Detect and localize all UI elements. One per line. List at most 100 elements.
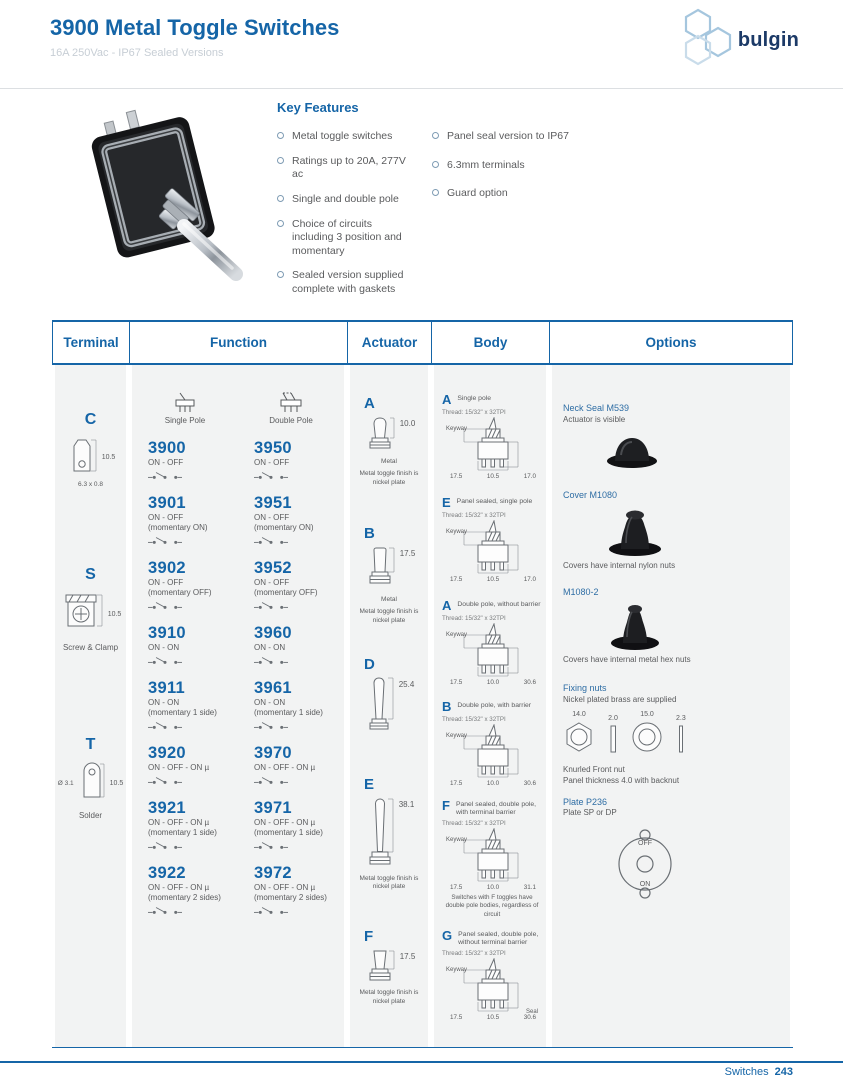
body-letter: A xyxy=(442,598,452,613)
circuit-symbol-icon xyxy=(254,601,288,612)
body-description: Single pole xyxy=(457,395,492,402)
option-fixing-nuts-desc: Nickel plated brass are supplied xyxy=(563,695,677,704)
terminal-letter: S xyxy=(85,566,96,583)
body-description: Double pole, without barrier xyxy=(457,601,541,608)
thread-spec: Thread: 15/32" x 32TPI xyxy=(442,820,506,828)
double-pole-header: Double Pole xyxy=(238,391,344,425)
circuit-symbol-icon xyxy=(254,776,288,787)
part-description: ON - OFF xyxy=(148,513,184,522)
part-number: 3950 xyxy=(254,439,292,457)
actuator-item-a: A 10.0 Metal Metal toggle finish is nick… xyxy=(350,395,428,487)
part-description: ON - OFF - ON µ xyxy=(148,763,210,772)
part-number: 3951 xyxy=(254,494,292,512)
terminal-item-c: C 10.5 6.3 x 0.8 xyxy=(55,411,126,488)
hex-nut-side: 2.0 xyxy=(608,715,618,754)
actuator-letter: B xyxy=(364,525,375,543)
terminal-column: C 10.5 6.3 x 0.8 S xyxy=(55,365,126,1047)
actuator-letter: A xyxy=(364,395,375,412)
feature-item: Single and double pole xyxy=(277,193,414,207)
header-cell-terminal: Terminal xyxy=(52,322,129,363)
circuit-symbol-icon xyxy=(148,601,182,612)
washer-front: 15.0 xyxy=(630,711,664,754)
circuit-symbol-icon xyxy=(254,656,288,667)
part-description: ON - OFF - ON µ xyxy=(148,818,210,827)
keyway-label: Keyway xyxy=(446,967,468,974)
actuator-column: A 10.0 Metal Metal toggle finish is nick… xyxy=(350,365,428,1047)
option-neck-seal-desc: Actuator is visible xyxy=(563,415,626,424)
selection-table: Terminal Function Actuator Body Options … xyxy=(52,320,793,1048)
table-header-row: Terminal Function Actuator Body Options xyxy=(52,320,793,365)
keyway-label: Keyway xyxy=(446,733,468,739)
body-description: Panel sealed, single pole xyxy=(456,498,533,505)
bullet-icon xyxy=(277,156,284,164)
part-number: 3960 xyxy=(254,624,292,642)
knurled-nut-note-line2: Panel thickness 4.0 with backnut xyxy=(563,776,680,785)
circuit-symbol-icon xyxy=(148,906,182,917)
bullet-icon xyxy=(432,132,439,139)
actuator-dimension: 17.5 xyxy=(399,952,416,962)
part-description: ON - OFF - ON µ xyxy=(254,763,316,772)
key-features-column-1: Metal toggle switches Ratings up to 20A,… xyxy=(277,130,414,297)
body-description: Panel sealed, double pole, with terminal… xyxy=(455,801,537,817)
part-number: 3902 xyxy=(148,559,186,577)
part-description: ON - OFF - ON µ xyxy=(148,883,210,892)
feature-item: 6.3mm terminals xyxy=(432,159,592,173)
plate-off-label: OFF xyxy=(638,840,652,847)
part-number: 3970 xyxy=(254,744,292,762)
part-number: 3961 xyxy=(254,679,292,697)
terminal-item-t: T Ø 3.1 10.5 Solder xyxy=(55,736,126,820)
bulgin-hexagons-icon xyxy=(684,8,731,66)
header-cell-function: Function xyxy=(129,322,347,363)
part-number: 3911 xyxy=(148,679,185,697)
header-divider xyxy=(0,88,843,89)
bullet-icon xyxy=(432,160,439,168)
part-number: 3921 xyxy=(148,799,186,817)
thread-spec: Thread: 15/32" x 32TPI xyxy=(442,950,506,958)
body-note: Switches with F toggles have double pole… xyxy=(445,894,539,918)
circuit-symbol-icon xyxy=(148,536,182,547)
keyway-label: Keyway xyxy=(446,632,468,638)
keyway-label: Keyway xyxy=(446,426,468,432)
bullet-icon xyxy=(277,132,284,139)
hole-diameter-label: Ø 3.1 xyxy=(57,779,74,787)
circuit-symbol-icon xyxy=(254,721,288,732)
page-title: 3900 Metal Toggle Switches xyxy=(50,15,340,40)
actuator-dimension: 38.1 xyxy=(398,799,415,809)
part-number: 3922 xyxy=(148,864,186,882)
single-pole-icon xyxy=(171,391,199,413)
header-cell-body: Body xyxy=(431,322,549,363)
circuit-symbol-icon xyxy=(148,776,182,787)
bullet-icon xyxy=(277,194,284,202)
actuator-item-f: F 17.5 Metal toggle finish is nickel pla… xyxy=(350,928,428,1007)
body-letter: G xyxy=(442,927,453,943)
footer-divider xyxy=(0,1061,843,1063)
bullet-icon xyxy=(432,189,439,197)
single-pole-header: Single Pole xyxy=(132,391,238,425)
keyway-label: Keyway xyxy=(446,529,468,535)
product-photo xyxy=(68,102,273,302)
actuator-finish-note: Metal toggle finish is nickel plate xyxy=(359,989,419,1005)
body-column: A Single pole Thread: 15/32" x 32TPI Keyw… xyxy=(434,365,546,1047)
actuator-letter: F xyxy=(364,928,374,946)
part-number: 3972 xyxy=(254,864,292,882)
